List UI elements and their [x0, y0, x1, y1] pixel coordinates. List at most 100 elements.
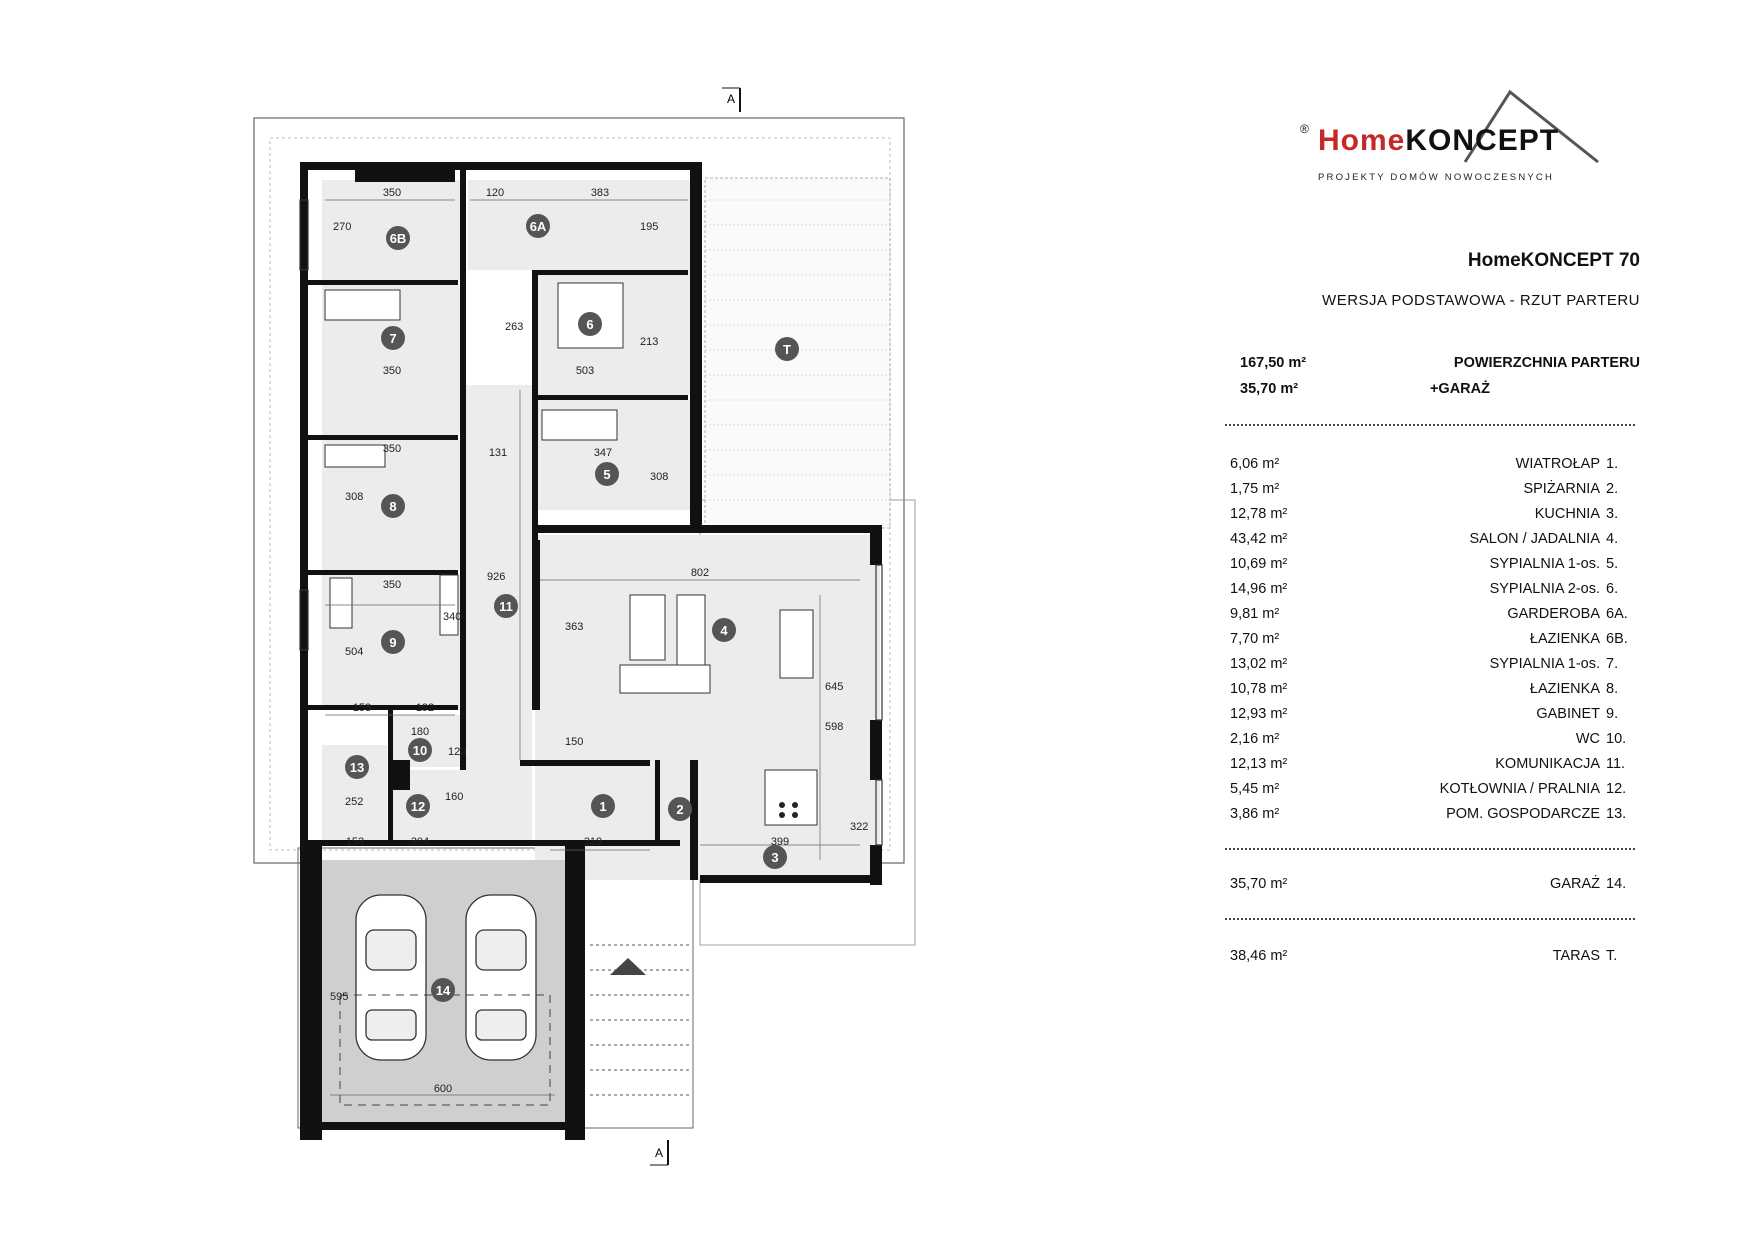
room-name: WIATROŁAP [1515, 456, 1600, 472]
room-name: GARDEROBA [1507, 606, 1600, 622]
svg-text:2: 2 [676, 802, 683, 817]
dimension-label: 503 [576, 365, 594, 377]
dimension-label: 252 [345, 796, 363, 808]
dimension-label: 504 [345, 646, 363, 658]
room-marker-13: 13 [345, 755, 369, 779]
room-marker-t: T [775, 337, 799, 361]
room-markers: 6B 6A 7 6 T 8 5 9 11 4 10 13 12 1 2 3 14 [345, 214, 799, 1002]
summary-value: 35,70 m² [1240, 381, 1299, 397]
svg-text:A: A [655, 1146, 663, 1160]
room-area: 5,45 m² [1230, 781, 1280, 797]
dimension-label: 347 [594, 447, 612, 459]
svg-text:11: 11 [499, 599, 513, 614]
dimension-label: 213 [640, 336, 658, 348]
room-marker-2: 2 [668, 797, 692, 821]
stove-icon [779, 802, 798, 818]
dotted-separator [1225, 848, 1635, 850]
room-marker-12: 12 [406, 794, 430, 818]
svg-text:3: 3 [771, 850, 778, 865]
room-row: 43,42 m² SALON / JADALNIA 4. [1220, 531, 1640, 555]
room-name: GARAŻ [1550, 876, 1600, 892]
room-name: ŁAZIENKA [1529, 631, 1600, 647]
svg-text:8: 8 [389, 499, 396, 514]
room-name: KOMUNIKACJA [1495, 756, 1600, 772]
dimension-label: 192 [416, 702, 434, 714]
room-number: T. [1606, 948, 1618, 964]
dimension-lines [325, 199, 860, 1096]
car-icon [355, 894, 427, 1061]
room-area: 12,78 m² [1230, 506, 1288, 522]
svg-text:6B: 6B [390, 231, 407, 246]
room-marker-14: 14 [431, 978, 455, 1002]
svg-text:4: 4 [720, 623, 728, 638]
furniture [324, 282, 818, 826]
room-marker-4: 4 [712, 618, 736, 642]
room-area: 13,02 m² [1230, 656, 1288, 672]
room-area: 9,81 m² [1230, 606, 1280, 622]
logo-koncept: KONCEPT [1405, 124, 1560, 157]
room-marker-6: 6 [578, 312, 602, 336]
dimension-label: 340 [443, 611, 461, 623]
house-roof-icon [1463, 89, 1599, 164]
room-area: 3,86 m² [1230, 806, 1280, 822]
room-marker-6a: 6A [526, 214, 550, 238]
dimension-label: 598 [825, 721, 843, 733]
project-title: HomeKONCEPT 70 [1467, 250, 1640, 271]
dimension-label: 595 [330, 991, 348, 1003]
room-name: SYPIALNIA 2-os. [1489, 581, 1600, 597]
dimension-label: 802 [691, 567, 709, 579]
room-number: 9. [1606, 706, 1619, 722]
room-number: 2. [1606, 481, 1619, 497]
dimension-label: 350 [383, 443, 401, 455]
dimension-label: 350 [383, 187, 401, 199]
dimension-label: 160 [445, 791, 463, 803]
dimension-label: 131 [489, 447, 507, 459]
room-area: 6,06 m² [1230, 456, 1280, 472]
svg-text:T: T [783, 342, 791, 357]
dotted-separator [1225, 424, 1635, 426]
entrance-arrow-icon [610, 958, 646, 975]
room-number: 10. [1606, 731, 1627, 747]
svg-text:14: 14 [436, 983, 451, 998]
svg-text:9: 9 [389, 635, 396, 650]
section-mark: A [650, 1140, 669, 1166]
room-name: SPIŻARNIA [1523, 481, 1600, 497]
room-marker-5: 5 [595, 462, 619, 486]
homekoncept-logo: ® HomeKONCEPT PROJEKTY DOMÓW NOWOCZESNYC… [1300, 82, 1630, 192]
room-name: KOTŁOWNIA / PRALNIA [1439, 781, 1600, 797]
room-number: 8. [1606, 681, 1619, 697]
room-marker-9: 9 [381, 630, 405, 654]
registered-mark: ® [1300, 122, 1309, 136]
room-name: WC [1575, 731, 1600, 747]
room-name: SALON / JADALNIA [1469, 531, 1600, 547]
room-area: 43,42 m² [1230, 531, 1288, 547]
summary-label: POWIERZCHNIA PARTERU [1453, 355, 1640, 371]
dimension-label: 195 [640, 221, 658, 233]
svg-text:A: A [727, 92, 735, 106]
dimension-label: 319 [584, 836, 602, 848]
car-icon [465, 894, 537, 1061]
room-area: 14,96 m² [1230, 581, 1288, 597]
room-name: ŁAZIENKA [1529, 681, 1600, 697]
svg-text:7: 7 [389, 331, 396, 346]
dimension-label: 600 [434, 1083, 452, 1095]
room-area: 10,69 m² [1230, 556, 1288, 572]
room-name: KUCHNIA [1534, 506, 1600, 522]
svg-text:1: 1 [599, 799, 606, 814]
svg-text:10: 10 [413, 743, 427, 758]
room-number: 3. [1606, 506, 1619, 522]
room-number: 4. [1606, 531, 1619, 547]
room-area: 1,75 m² [1230, 481, 1280, 497]
dimension-label: 926 [487, 571, 505, 583]
svg-text:13: 13 [350, 760, 364, 775]
room-name: GABINET [1536, 706, 1600, 722]
